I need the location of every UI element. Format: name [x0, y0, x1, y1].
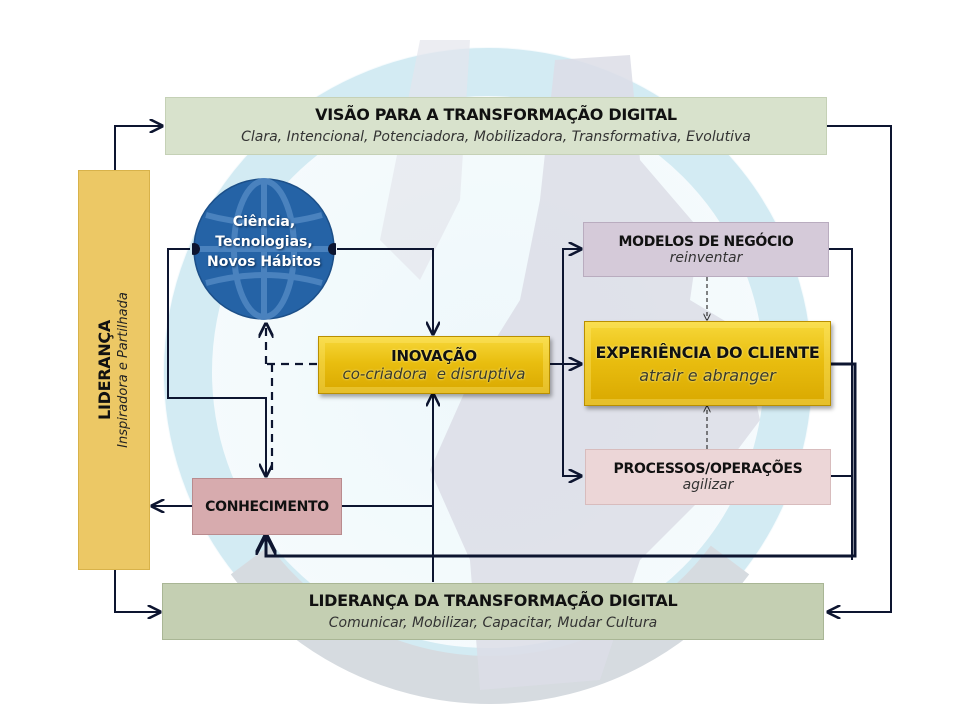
vision-title: VISÃO PARA A TRANSFORMAÇÃO DIGITAL	[315, 105, 677, 124]
business-models-subtitle: reinventar	[669, 249, 743, 266]
globe-line-2: Tecnologias,	[215, 234, 313, 250]
leadership-side-bar: LIDERANÇA Inspiradora e Partilhada	[78, 170, 150, 570]
customer-experience-title: EXPERIÊNCIA DO CLIENTE	[595, 342, 820, 362]
globe-line-1: Ciência,	[232, 214, 296, 230]
processes-title: PROCESSOS/OPERAÇÕES	[613, 461, 803, 477]
customer-experience-subtitle: atrair e abranger	[639, 365, 776, 385]
globe-line-3: Novos Hábitos	[207, 254, 321, 270]
innovation-title: INOVAÇÃO	[391, 347, 477, 365]
vision-subtitle: Clara, Intencional, Potenciadora, Mobili…	[241, 129, 751, 145]
connector-trunk-to-business-models	[562, 249, 581, 476]
innovation-subtitle: co-criadora e disruptiva	[342, 365, 526, 383]
innovation-box: INOVAÇÃO co-criadora e disruptiva	[318, 336, 550, 394]
business-models-title: MODELOS DE NEGÓCIO	[618, 233, 794, 250]
vision-banner: VISÃO PARA A TRANSFORMAÇÃO DIGITAL Clara…	[165, 97, 827, 155]
globe-icon	[192, 178, 336, 320]
processes-subtitle: agilizar	[682, 477, 734, 493]
knowledge-title: CONHECIMENTO	[205, 498, 329, 515]
leadership-transformation-banner: LIDERANÇA DA TRANSFORMAÇÃO DIGITAL Comun…	[162, 583, 824, 640]
business-models-box: MODELOS DE NEGÓCIO reinventar	[583, 222, 829, 277]
processes-box: PROCESSOS/OPERAÇÕES agilizar	[585, 449, 831, 505]
connector-globe-to-knowledge	[167, 248, 266, 476]
connector-trunk-to-processes	[562, 364, 581, 476]
connector-vision-to-leadership-transformation	[827, 125, 892, 612]
knowledge-box: CONHECIMENTO	[192, 478, 342, 535]
connector-globe-to-innovation	[337, 248, 433, 334]
leadership-transformation-subtitle: Comunicar, Mobilizar, Capacitar, Mudar C…	[328, 614, 658, 631]
globe-label: Ciência, Tecnologias, Novos Hábitos	[192, 212, 336, 272]
leadership-transformation-title: LIDERANÇA DA TRANSFORMAÇÃO DIGITAL	[308, 590, 678, 610]
leadership-subtitle: Inspiradora e Partilhada	[116, 292, 132, 448]
customer-experience-box: EXPERIÊNCIA DO CLIENTE atrair e abranger	[584, 321, 831, 406]
connector-experience-to-knowledge	[266, 362, 857, 558]
connector-leadership-to-vision	[114, 126, 162, 170]
leadership-title: LIDERANÇA	[95, 320, 115, 420]
connector-leadership-to-bottom	[114, 570, 160, 612]
connector-business-models-out	[829, 248, 853, 560]
